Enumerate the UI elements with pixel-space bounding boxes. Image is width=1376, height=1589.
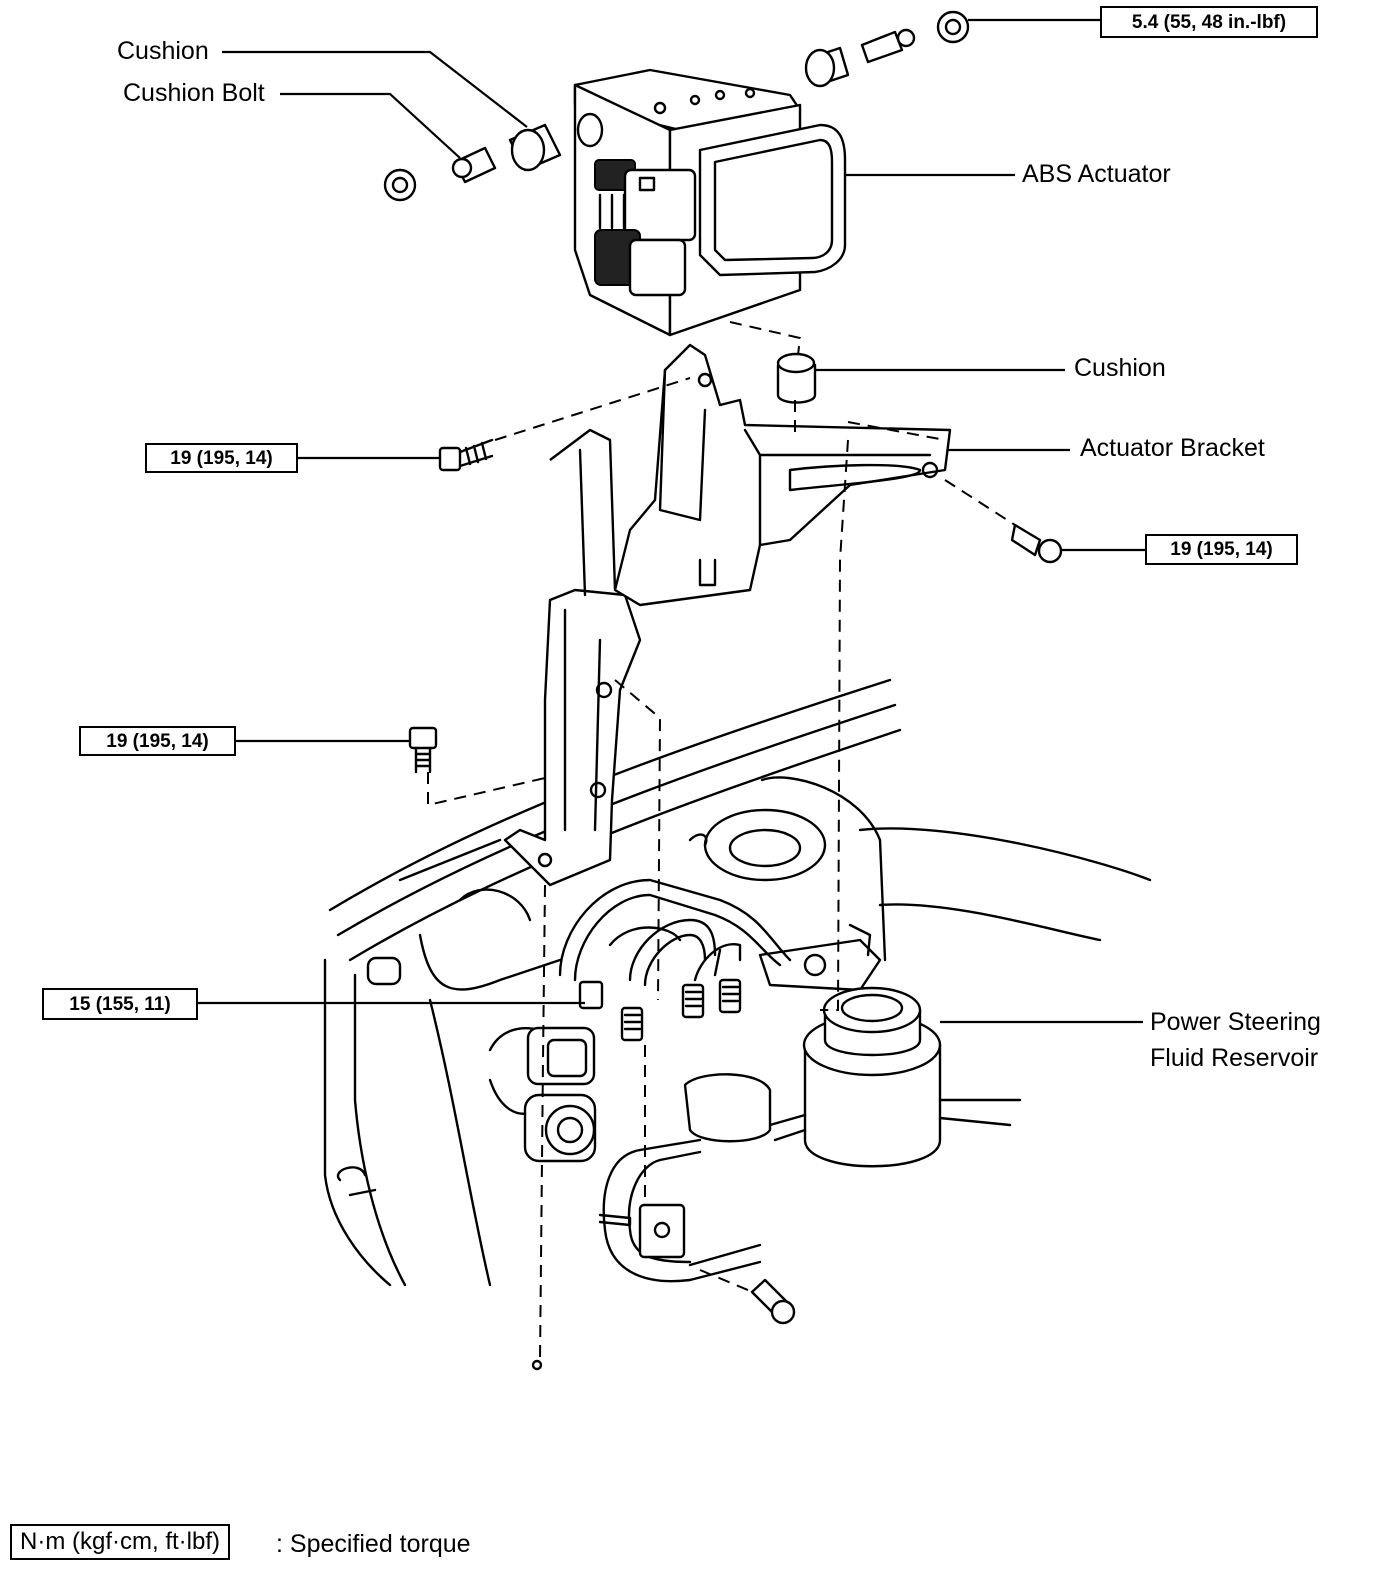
torque-box-lower-left: 19 (195, 14) bbox=[79, 726, 236, 756]
mounting-bolts bbox=[383, 10, 1063, 774]
leader-lines bbox=[198, 18, 1145, 1024]
torque-box-bracket-right: 19 (195, 14) bbox=[1145, 534, 1298, 565]
actuator-bracket-drawing bbox=[503, 343, 952, 887]
abs-actuator-drawing bbox=[573, 68, 847, 337]
torque-box-top-right: 5.4 (55, 48 in.-lbf) bbox=[1100, 6, 1318, 38]
master-cylinder bbox=[758, 923, 882, 992]
torque-box-brake-lines: 15 (155, 11) bbox=[42, 988, 198, 1020]
ps-reservoir-drawing bbox=[598, 986, 1022, 1325]
label-actuator-bracket: Actuator Bracket bbox=[1080, 434, 1265, 462]
torque-box-bracket-left: 19 (195, 14) bbox=[145, 443, 298, 473]
vehicle-body-panel bbox=[323, 678, 1152, 1287]
label-ps-reservoir-line2: Fluid Reservoir bbox=[1150, 1044, 1319, 1072]
legend-description: : Specified torque bbox=[276, 1530, 471, 1558]
brake-lines bbox=[558, 878, 792, 1042]
label-cushion-bolt: Cushion Bolt bbox=[123, 79, 265, 107]
label-cushion-top: Cushion bbox=[117, 37, 209, 65]
label-abs-actuator: ABS Actuator bbox=[1022, 160, 1171, 188]
wiring-connectors bbox=[488, 1026, 597, 1163]
label-cushion-mid: Cushion bbox=[1074, 354, 1166, 382]
assembly-alignment-lines bbox=[427, 321, 1016, 1371]
legend-unit-box: N·m (kgf·cm, ft·lbf) bbox=[10, 1524, 230, 1560]
label-ps-reservoir-line1: Power Steering bbox=[1150, 1008, 1321, 1036]
